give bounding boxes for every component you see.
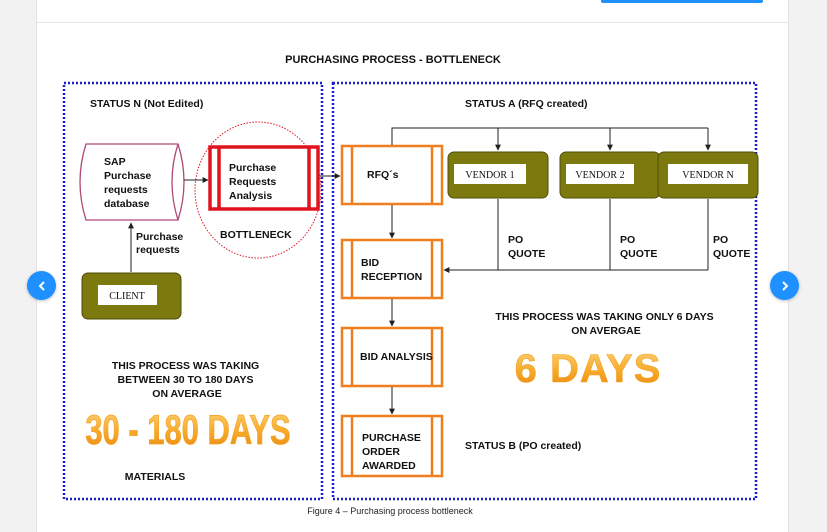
sap-database-shape bbox=[79, 143, 185, 221]
next-slide-button[interactable] bbox=[770, 271, 799, 300]
header-divider bbox=[37, 22, 788, 23]
diagram-title: PURCHASING PROCESS - BOTTLENECK bbox=[285, 54, 501, 66]
po-awarded-label: PURCHASE ORDER AWARDED bbox=[362, 432, 424, 472]
po-quote-label-2: PO QUOTE bbox=[620, 234, 657, 260]
status-a-label: STATUS A (RFQ created) bbox=[465, 98, 588, 110]
prev-slide-button[interactable] bbox=[27, 271, 56, 300]
figure-caption: Figure 4 – Purchasing process bottleneck bbox=[307, 506, 473, 516]
status-n-label: STATUS N (Not Edited) bbox=[90, 98, 203, 110]
status-n-region bbox=[62, 81, 324, 501]
bid-analysis-label: BID ANALYSIS bbox=[360, 351, 433, 363]
status-a-region bbox=[331, 81, 758, 501]
rfq-box bbox=[340, 144, 444, 206]
range-days-big-text: 30 - 180 DAYS bbox=[85, 407, 290, 453]
client-label-plate bbox=[98, 285, 157, 305]
client-label: CLIENT bbox=[109, 291, 145, 302]
vendor-2-label-plate bbox=[566, 164, 634, 184]
vendor-n-label-plate bbox=[668, 164, 748, 184]
rfq-label: RFQ´s bbox=[367, 169, 399, 181]
vendor-1-label-plate bbox=[454, 164, 526, 184]
chevron-left-icon bbox=[38, 280, 45, 291]
right-process-note: THIS PROCESS WAS TAKING ONLY 6 DAYS ON A… bbox=[495, 311, 716, 337]
vendor-n-label: VENDOR N bbox=[682, 170, 733, 181]
bottleneck-label: BOTTLENECK bbox=[220, 229, 292, 241]
header-action-button[interactable] bbox=[601, 0, 763, 3]
materials-label: MATERIALS bbox=[125, 471, 185, 483]
vendor-1-label: VENDOR 1 bbox=[465, 170, 514, 181]
bid-reception-label: BID RECEPTION bbox=[361, 257, 422, 283]
bid-reception-box bbox=[340, 238, 444, 300]
analysis-box bbox=[208, 145, 320, 211]
chevron-right-icon bbox=[781, 280, 788, 291]
vendor-2-label: VENDOR 2 bbox=[575, 170, 624, 181]
po-awarded-box bbox=[340, 414, 444, 478]
six-days-big-text: 6 DAYS bbox=[515, 347, 662, 391]
left-process-note: THIS PROCESS WAS TAKING BETWEEN 30 TO 18… bbox=[112, 360, 262, 400]
purchase-requests-label: Purchase requests bbox=[136, 231, 186, 256]
analysis-label: Purchase Requests Analysis bbox=[229, 162, 279, 202]
rfq-to-vendors-line bbox=[391, 127, 708, 145]
bid-analysis-box bbox=[340, 326, 444, 388]
po-quote-label-n: PO QUOTE bbox=[713, 234, 750, 260]
po-quote-label-1: PO QUOTE bbox=[508, 234, 545, 260]
sap-database-label: SAP Purchase requests database bbox=[104, 156, 154, 210]
status-b-label: STATUS B (PO created) bbox=[465, 440, 581, 452]
bottleneck-circle bbox=[194, 121, 322, 259]
